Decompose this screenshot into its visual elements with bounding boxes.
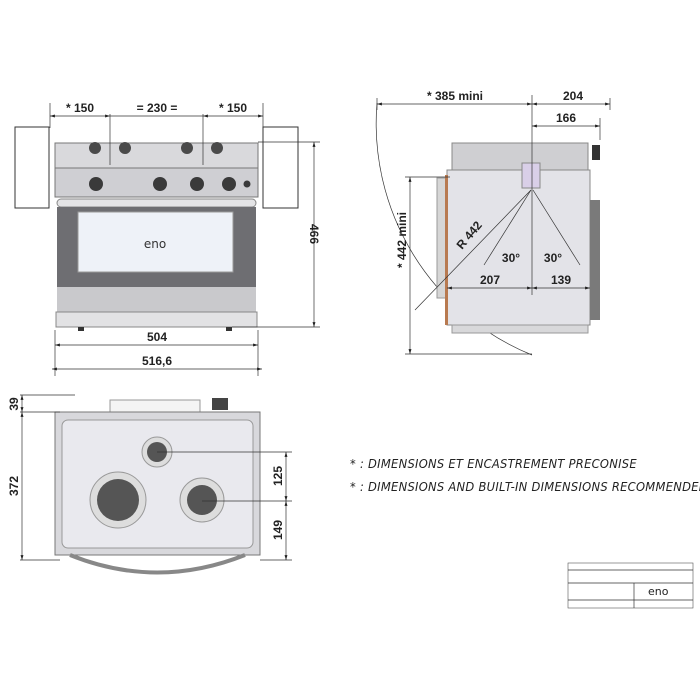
side-body (446, 169, 591, 326)
base-strip (55, 311, 258, 328)
dim-39: 39 (7, 397, 21, 411)
dim-166: 166 (556, 111, 576, 125)
hob-knobs (89, 142, 223, 154)
right-cabinet (262, 126, 299, 209)
top-view: 39 372 125 149 (7, 394, 292, 575)
dim-left-clearance: * 150 (66, 101, 94, 115)
dim-372: 372 (7, 476, 21, 496)
dim-207: 207 (480, 273, 500, 287)
dim-width-inner: 504 (147, 330, 167, 344)
control-knobs (89, 177, 251, 191)
title-block: eno (567, 562, 694, 609)
dim-height: 466 (307, 224, 321, 244)
front-view: eno * 150 = 230 = * 150 466 504 516,6 (14, 101, 321, 376)
dim-139: 139 (551, 273, 571, 287)
drawer (57, 287, 256, 312)
dim-width-outer: 516,6 (142, 354, 172, 368)
dim-149: 149 (271, 520, 285, 540)
dim-depth-min: * 385 mini (427, 89, 483, 103)
angle-left: 30° (502, 251, 520, 265)
door-handle (56, 198, 257, 208)
oven-window (77, 211, 234, 273)
dim-center-spacing: = 230 = (137, 101, 178, 115)
note-french: * : DIMENSIONS ET ENCASTREMENT PRECONISE (350, 456, 637, 471)
title-block-logo: eno (648, 585, 669, 598)
brand-logo: eno (144, 237, 166, 251)
note-english: * : DIMENSIONS AND BUILT-IN DIMENSIONS R… (350, 479, 700, 494)
dim-204: 204 (563, 89, 583, 103)
dim-125: 125 (271, 466, 285, 486)
angle-right: 30° (544, 251, 562, 265)
dim-height-min: * 442 mini (395, 212, 409, 268)
burners (89, 436, 225, 529)
dim-right-clearance: * 150 (219, 101, 247, 115)
door-swing-arc (375, 102, 533, 356)
left-cabinet (14, 126, 50, 209)
front-handle (69, 553, 246, 575)
side-view: R 442 30° 30° * 385 mini 204 166 * 442 m… (375, 89, 611, 356)
hob-back (54, 142, 259, 169)
